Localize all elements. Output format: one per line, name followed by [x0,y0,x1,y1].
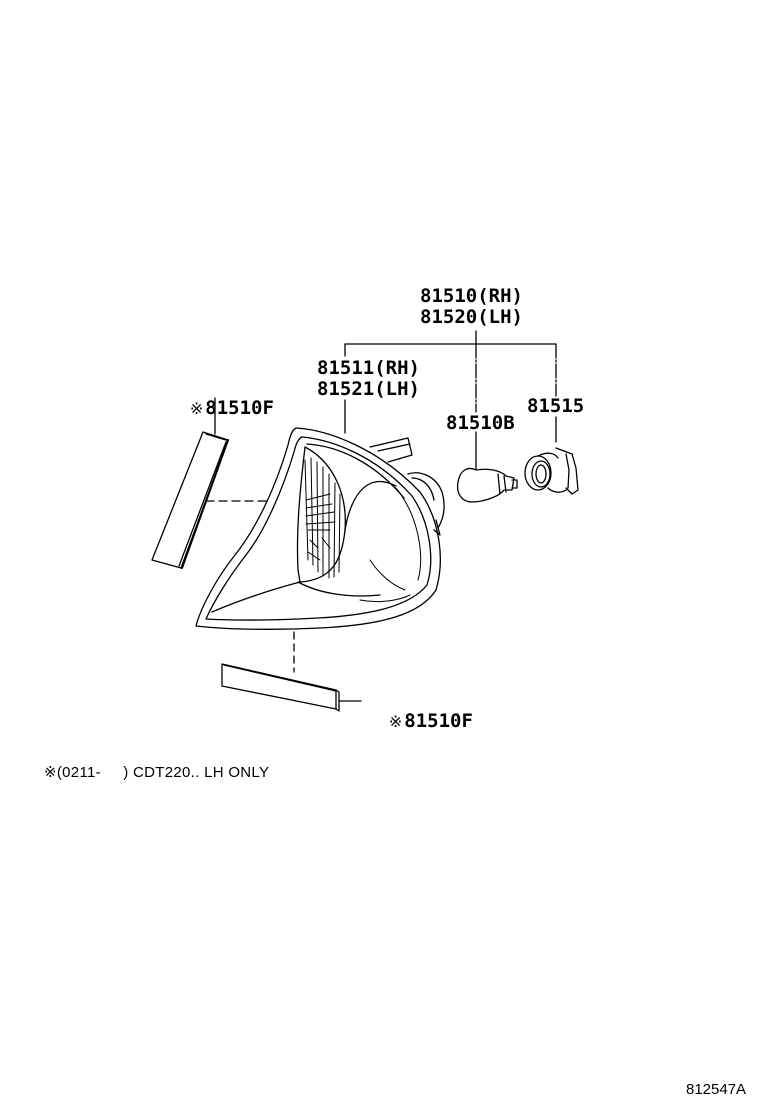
assembly-part-number-rh: 81510(RH) [420,285,523,307]
socket [524,447,579,495]
socket-part-number: 81515 [527,395,585,417]
lower-side-reflector [221,663,362,712]
lower-reflector-part-number: 81510F [404,710,473,732]
reference-mark-icon: ※ [388,712,403,731]
bulb-part-number: 81510B [446,412,515,434]
lamp-housing [195,427,445,630]
upper-reflector-part-number: 81510F [205,397,274,419]
assembly-part-number-lh: 81520(LH) [420,306,523,328]
lower-reflector-callout: ※81510F [366,690,473,732]
upper-side-reflector [151,431,269,569]
upper-reflector-callout: ※81510F [167,377,274,419]
lens-part-number-rh: 81511(RH) [317,357,420,379]
reference-mark-icon: ※ [189,399,204,418]
lens-part-number-lh: 81521(LH) [317,378,420,400]
bulb [456,467,518,503]
applicability-footnote: ※(0211- ) CDT220.. LH ONLY [44,764,270,781]
illustration-code: 812547A [686,1081,747,1098]
assembly-leader-lines [344,330,557,413]
